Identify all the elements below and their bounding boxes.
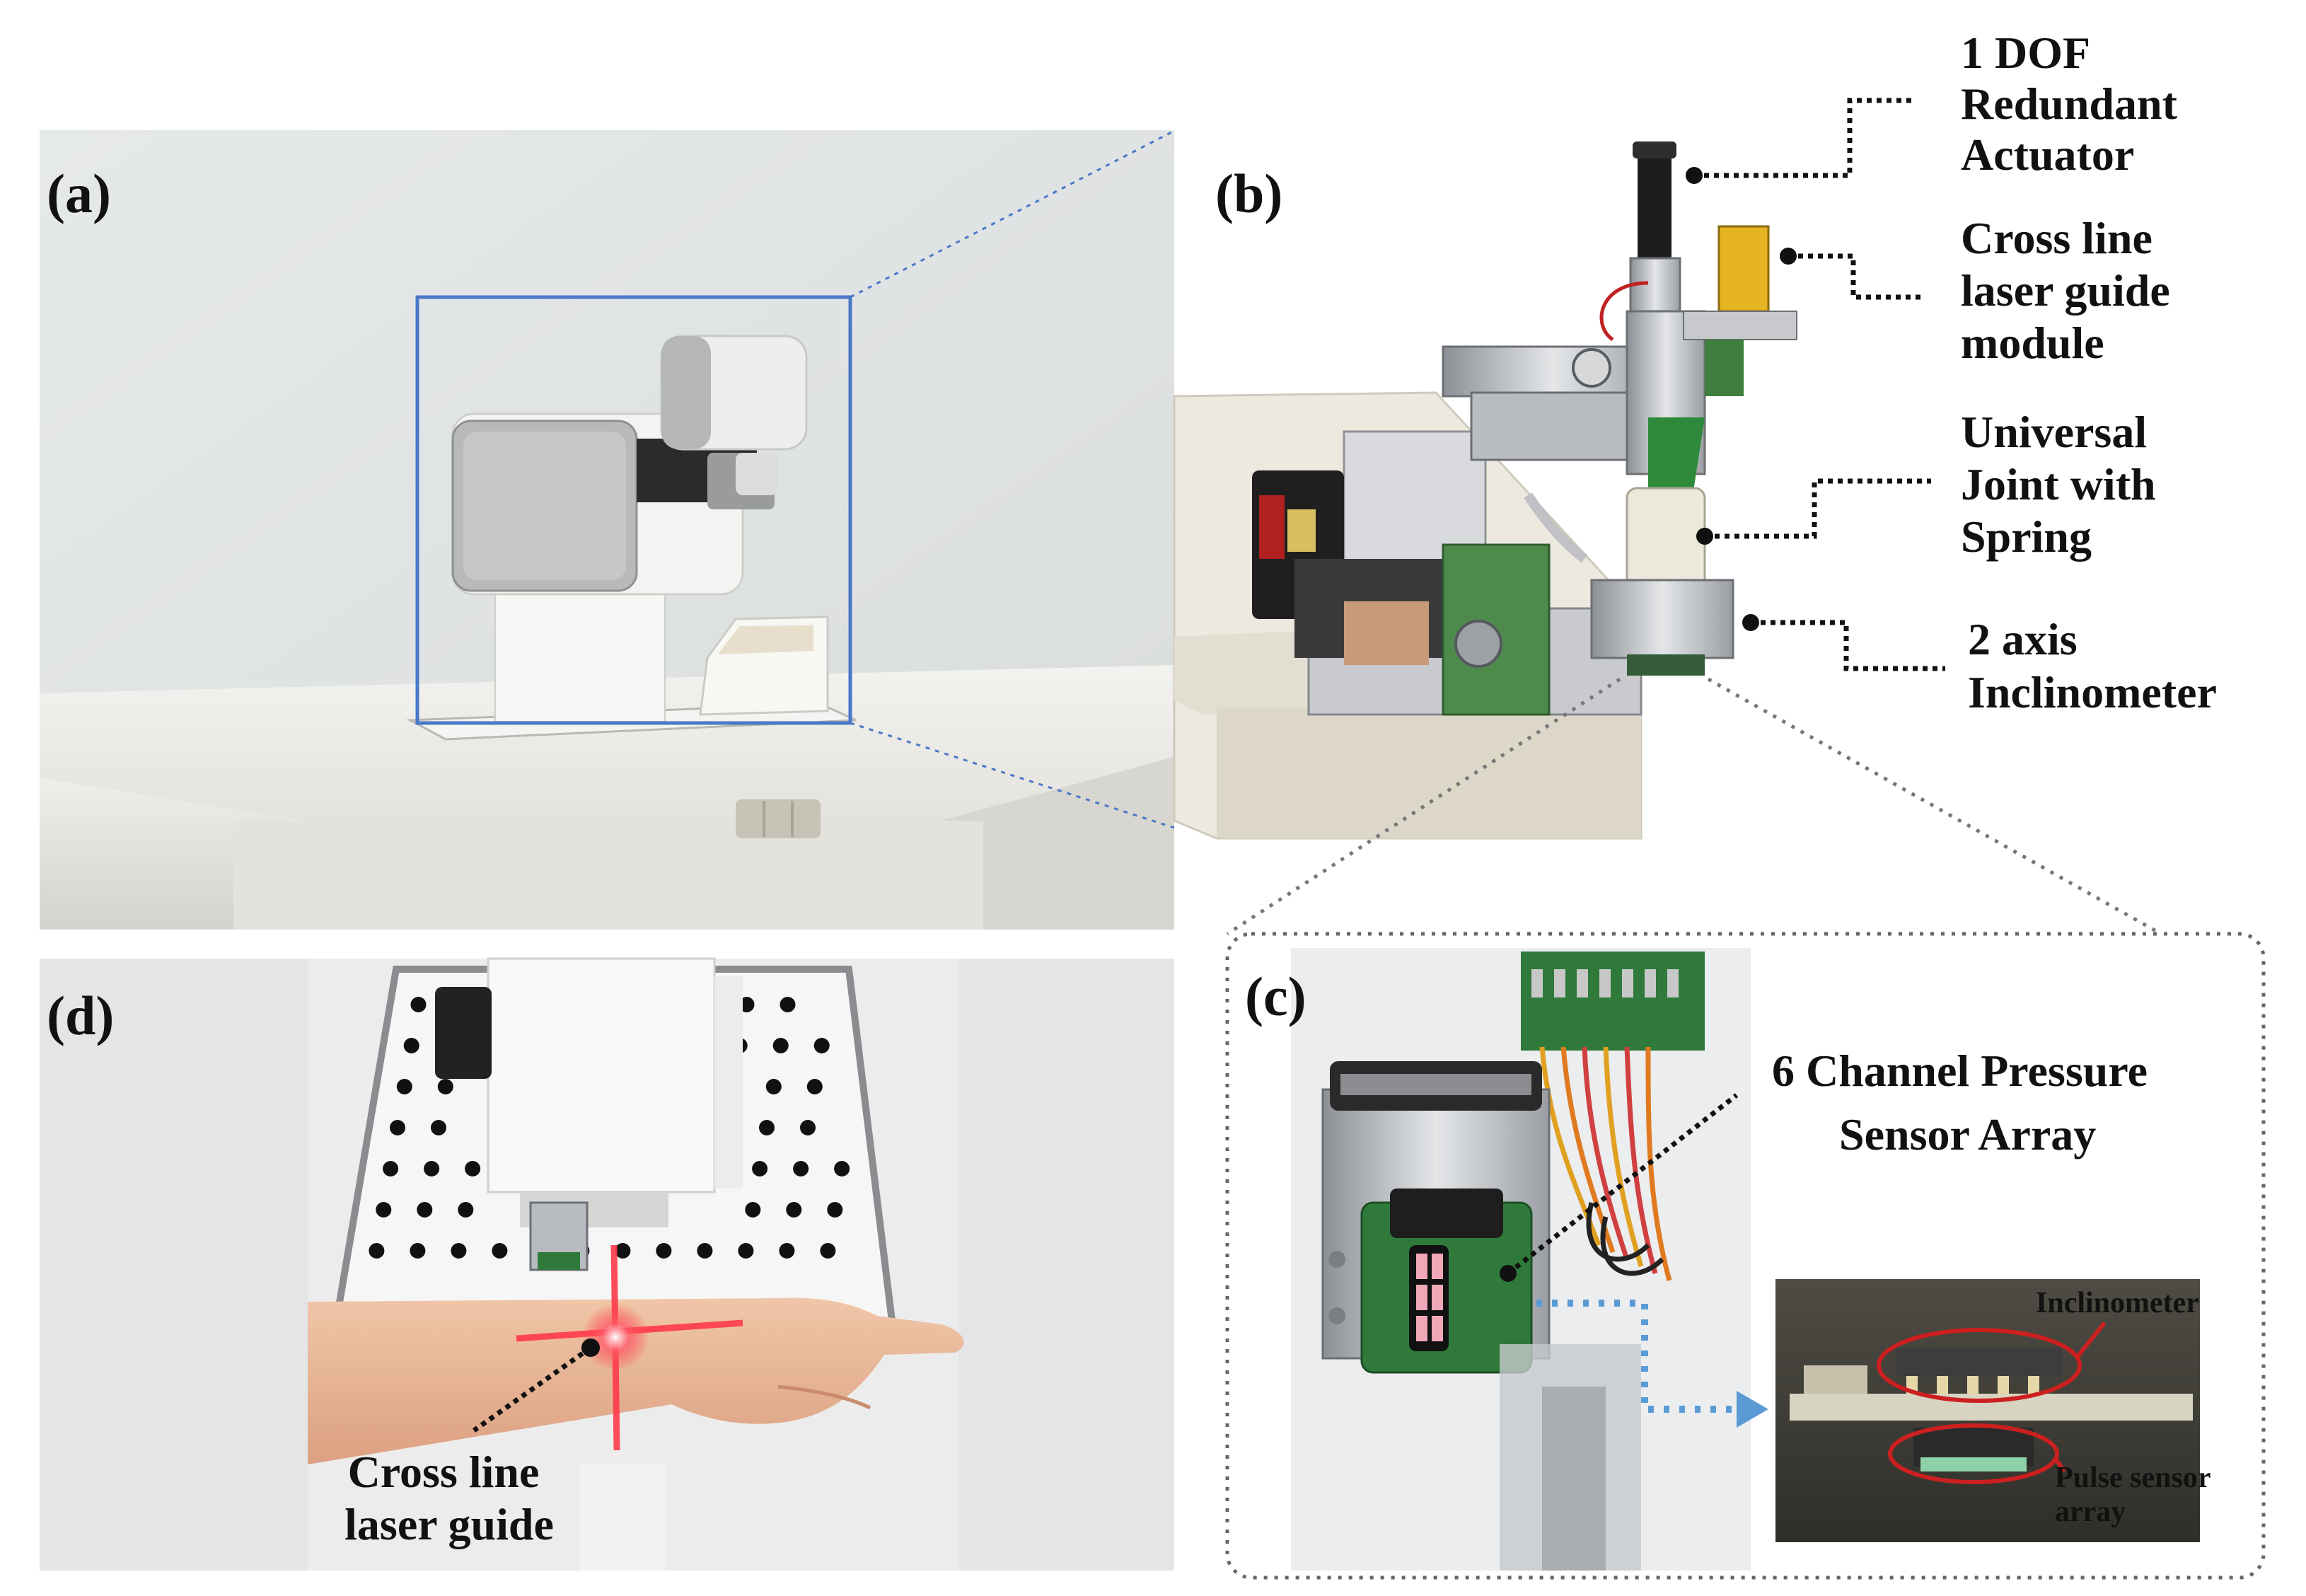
connector-left bbox=[1226, 677, 1621, 936]
plate-hole bbox=[431, 1120, 446, 1135]
leader-laser-guide bbox=[472, 1346, 593, 1433]
panel-a bbox=[40, 129, 1175, 930]
panel-d-label: (d) bbox=[47, 985, 114, 1046]
plate-hole bbox=[786, 1202, 802, 1218]
inset-inclinometer-chip bbox=[1896, 1348, 2062, 1376]
laser-module bbox=[1717, 225, 1770, 313]
plate-hole bbox=[820, 1243, 836, 1259]
table-handle bbox=[736, 799, 821, 838]
plate-hole bbox=[752, 1161, 768, 1176]
plate-hole bbox=[437, 1079, 453, 1094]
robot-pedestal bbox=[494, 579, 666, 722]
panel-d bbox=[40, 957, 1174, 1571]
plate-hole bbox=[465, 1161, 481, 1176]
callout-joint: Universal Joint with Spring bbox=[1961, 407, 2167, 562]
panel-d-robot-block bbox=[487, 957, 716, 1193]
leader-pressure-array bbox=[1506, 1093, 1739, 1276]
leader-laser-module bbox=[1788, 253, 1920, 300]
leader-actuator bbox=[1694, 98, 1913, 178]
callout-inset-pulse: Pulse sensor array bbox=[2055, 1462, 2218, 1528]
leader-joint bbox=[1705, 478, 1931, 539]
callout-actuator: 1 DOF Redundant Actuator bbox=[1961, 28, 2189, 180]
panel-c-label: (c) bbox=[1245, 966, 1306, 1027]
plate-hole bbox=[424, 1161, 440, 1176]
plate-hole bbox=[369, 1243, 385, 1259]
plate-hole bbox=[451, 1243, 467, 1259]
panel-b bbox=[1173, 98, 1945, 840]
inset-arrow bbox=[1536, 1300, 1737, 1413]
plate-hole bbox=[615, 1243, 631, 1259]
plate-hole bbox=[410, 997, 427, 1012]
inset-ellipse-bottom bbox=[1888, 1423, 2059, 1484]
plate-hole bbox=[780, 997, 796, 1012]
callout-laser-module: Cross line laser guide module bbox=[1961, 213, 2182, 368]
plate-hole bbox=[759, 1120, 775, 1135]
plate-hole bbox=[806, 1079, 823, 1094]
plate-hole bbox=[772, 1038, 789, 1053]
plate-hole bbox=[383, 1161, 399, 1176]
redundant-actuator bbox=[1638, 147, 1671, 260]
plate-hole bbox=[410, 1243, 426, 1259]
plate-hole bbox=[793, 1161, 809, 1176]
callout-inset-inclinometer: Inclinometer bbox=[2036, 1287, 2199, 1319]
plate-hole bbox=[765, 1079, 782, 1094]
plate-hole bbox=[800, 1120, 816, 1135]
zoom-line-bottom bbox=[850, 722, 1175, 829]
plate-hole bbox=[834, 1161, 850, 1176]
plate-hole bbox=[492, 1243, 508, 1259]
plate-hole bbox=[745, 1202, 761, 1218]
inclinometer-block bbox=[1590, 579, 1734, 659]
plate-hole bbox=[656, 1243, 672, 1259]
plate-hole bbox=[458, 1202, 474, 1218]
callout-inclinometer: 2 axis Inclinometer bbox=[1968, 614, 2217, 717]
inset-pcb bbox=[1790, 1394, 2193, 1421]
plate-hole bbox=[396, 1079, 412, 1094]
panel-a-label: (a) bbox=[47, 163, 111, 224]
plate-hole bbox=[697, 1243, 713, 1259]
zoom-box bbox=[415, 295, 852, 725]
panel-c bbox=[1291, 948, 2200, 1571]
panel-b-label: (b) bbox=[1215, 163, 1282, 224]
zoom-line-top bbox=[850, 129, 1175, 299]
plate-holes bbox=[369, 997, 850, 1259]
plate-hole bbox=[390, 1120, 405, 1135]
connector-right bbox=[1707, 677, 2162, 936]
callout-pressure-array: 6 Channel Pressure Sensor Array bbox=[1772, 1046, 2159, 1160]
plate-hole bbox=[403, 1038, 419, 1053]
plate-hole bbox=[813, 1038, 830, 1053]
plate-hole bbox=[827, 1202, 843, 1218]
inset-ellipse-top bbox=[1877, 1328, 2082, 1403]
plate-hole bbox=[417, 1202, 433, 1218]
plate-hole bbox=[376, 1202, 392, 1218]
forearm bbox=[308, 1297, 964, 1464]
callout-laser-guide: Cross line laser guide bbox=[344, 1447, 554, 1549]
plate-hole bbox=[779, 1243, 795, 1259]
plate-hole bbox=[738, 1243, 754, 1259]
leader-inclinometer bbox=[1751, 620, 1945, 671]
panel-c-frame bbox=[1225, 932, 2266, 1580]
universal-joint-spring bbox=[1626, 487, 1706, 596]
